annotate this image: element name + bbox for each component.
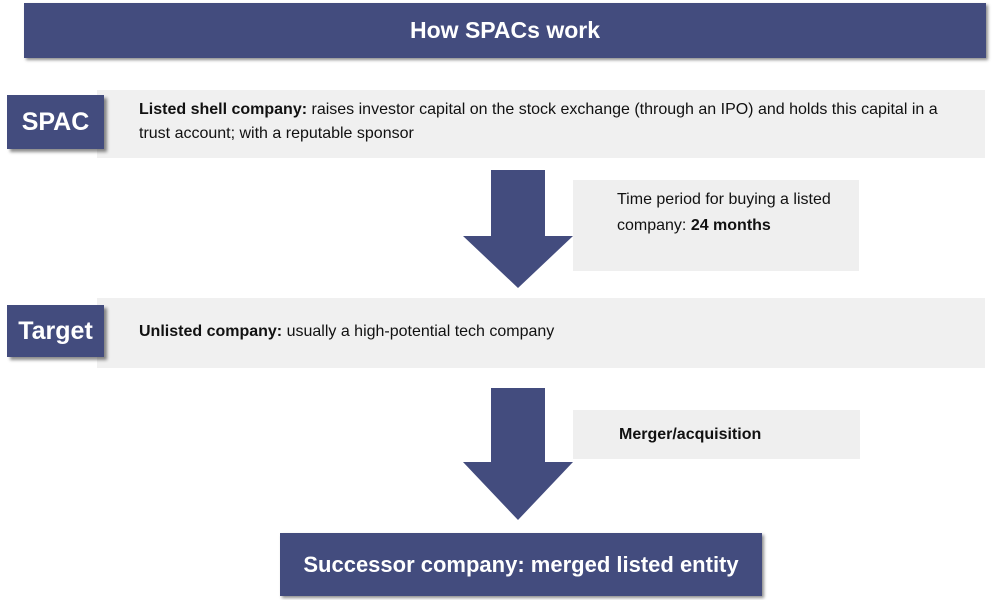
time-period-value: 24 months	[690, 217, 771, 234]
target-text: usually a high-potential tech company	[282, 323, 555, 340]
target-description: Unlisted company: usually a high-potenti…	[97, 298, 985, 368]
merger-note: Merger/acquisition	[573, 410, 860, 459]
time-period-text: Time period for buying a listed company:	[617, 191, 831, 234]
target-lead: Unlisted company:	[139, 323, 283, 340]
time-period-note: Time period for buying a listed company:…	[573, 180, 859, 271]
spac-description: Listed shell company: raises investor ca…	[97, 90, 985, 158]
successor-box: Successor company: merged listed entity	[280, 533, 762, 596]
arrow-down-icon	[463, 388, 573, 520]
spac-tag: SPAC	[7, 95, 104, 149]
merger-text: Merger/acquisition	[619, 425, 762, 443]
target-tag: Target	[7, 305, 104, 357]
arrow-down-icon	[463, 170, 573, 288]
spac-text: raises investor capital on the stock exc…	[139, 101, 938, 142]
spac-lead: Listed shell company:	[139, 101, 308, 118]
diagram-title: How SPACs work	[24, 3, 986, 58]
